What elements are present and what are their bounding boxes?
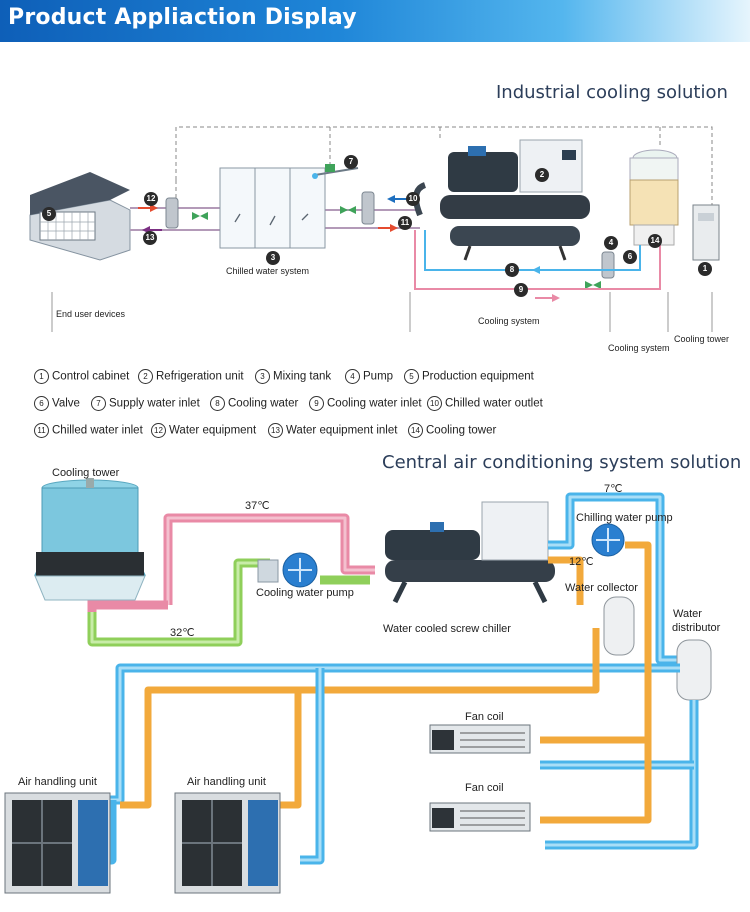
central-cooling-tower xyxy=(34,478,146,601)
badge-13: 13 xyxy=(143,231,157,245)
label-screw-chiller: Water cooled screw chiller xyxy=(383,623,511,635)
screw-chiller xyxy=(385,501,555,604)
air-handling-unit-2 xyxy=(174,792,281,894)
label-fan-coil-2: Fan coil xyxy=(465,782,504,794)
label-end-user-devices: End user devices xyxy=(56,309,126,319)
header-banner: Product Appliaction Display xyxy=(0,0,750,42)
cooling-water-pump xyxy=(257,552,318,588)
label-cooling-system-2: Cooling system xyxy=(608,343,670,353)
label-central-cooling-tower: Cooling tower xyxy=(52,467,120,479)
page-title: Product Appliaction Display xyxy=(8,5,357,30)
badge-3: 3 xyxy=(266,251,280,265)
label-cooling-water-pump: Cooling water pump xyxy=(256,587,354,599)
label-cooling-system-1: Cooling system xyxy=(478,316,540,326)
badge-1: 1 xyxy=(698,262,712,276)
industrial-title: Industrial cooling solution xyxy=(496,82,728,103)
label-chilled-water-system: Chilled water system xyxy=(226,266,310,276)
badge-4: 4 xyxy=(604,236,618,250)
badge-5: 5 xyxy=(42,207,56,221)
mixing-tank xyxy=(219,167,326,249)
fan-coil-2 xyxy=(429,802,531,832)
label-water-collector: Water collector xyxy=(565,582,638,594)
label-temp-32: 32℃ xyxy=(170,627,195,639)
label-ahu-2: Air handling unit xyxy=(187,776,266,788)
air-handling-unit-1 xyxy=(4,792,111,894)
label-cooling-tower: Cooling tower xyxy=(674,334,730,344)
label-temp-37: 37℃ xyxy=(245,500,270,512)
label-temp-12: 12℃ xyxy=(569,556,594,568)
label-water-distributor-2: distributor xyxy=(672,622,721,634)
badge-7: 7 xyxy=(344,155,358,169)
badge-6: 6 xyxy=(623,250,637,264)
badge-11: 11 xyxy=(398,216,412,230)
badge-12: 12 xyxy=(144,192,158,206)
label-chilling-water-pump: Chilling water pump xyxy=(576,512,673,524)
central-title: Central air conditioning system solution xyxy=(382,452,742,473)
badge-8: 8 xyxy=(505,263,519,277)
label-water-distributor-1: Water xyxy=(673,608,702,620)
refrigeration-unit xyxy=(413,139,590,261)
badge-9: 9 xyxy=(514,283,528,297)
chilling-water-pump xyxy=(591,523,625,557)
label-fan-coil-1: Fan coil xyxy=(465,711,504,723)
badge-2: 2 xyxy=(535,168,549,182)
label-ahu-1: Air handling unit xyxy=(18,776,97,788)
badge-14: 14 xyxy=(648,234,662,248)
fan-coil-1 xyxy=(429,724,531,754)
badge-10: 10 xyxy=(406,192,420,206)
label-temp-7: 7℃ xyxy=(604,483,623,495)
